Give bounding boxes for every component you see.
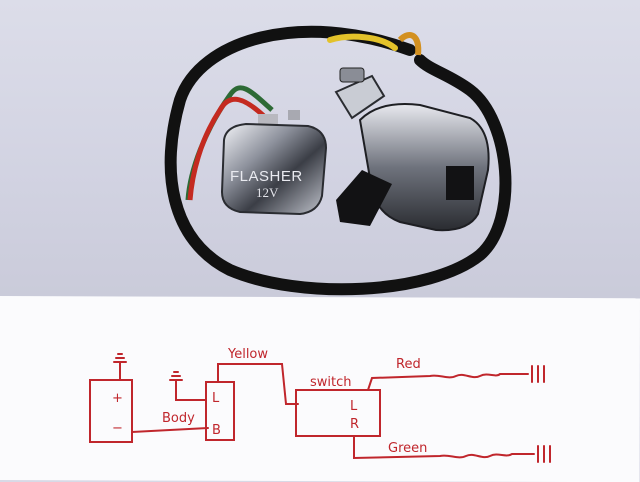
flasher-case	[220, 122, 328, 216]
switch-box	[295, 389, 381, 437]
body-label: Body	[162, 411, 195, 426]
battery-box	[89, 379, 133, 443]
red-wire	[187, 96, 268, 201]
flasher-ground-symbol	[169, 371, 207, 401]
wire-harness	[164, 25, 512, 296]
flasher-box	[205, 381, 235, 441]
flasher-terminal-l: L	[212, 391, 220, 406]
switch-terminal-r: R	[350, 417, 359, 432]
yellow-label: Yellow	[227, 347, 268, 362]
red-lamp-ground	[531, 365, 545, 383]
wiring-diagram	[89, 353, 551, 463]
body-wire	[131, 427, 209, 433]
black-cable	[164, 25, 512, 296]
clamp-screw	[339, 67, 365, 83]
switch-terminal-l: L	[350, 399, 358, 414]
orange-wire	[397, 32, 422, 56]
flasher-label: FLASHER	[230, 168, 303, 185]
green-lamp-ground	[537, 445, 551, 463]
battery-minus-label: −	[112, 421, 123, 436]
green-label: Green	[388, 441, 427, 456]
flasher-voltage: 12V	[256, 185, 279, 200]
switch-lever	[336, 170, 392, 226]
battery-ground-symbol	[113, 353, 127, 381]
switch-knob	[446, 166, 474, 200]
handlebar-switch	[334, 67, 490, 232]
yellow-wire-line	[217, 363, 299, 405]
red-label: Red	[396, 357, 421, 372]
battery-plus-label: +	[112, 391, 123, 406]
flasher-relay: FLASHER 12V	[220, 110, 328, 216]
yellow-wire	[327, 33, 398, 51]
red-wire-line	[367, 373, 529, 391]
switch-label: switch	[310, 375, 352, 390]
flasher-terminal-b: B	[212, 423, 221, 438]
green-wire-line	[353, 435, 535, 460]
flasher-terminal	[288, 110, 300, 120]
